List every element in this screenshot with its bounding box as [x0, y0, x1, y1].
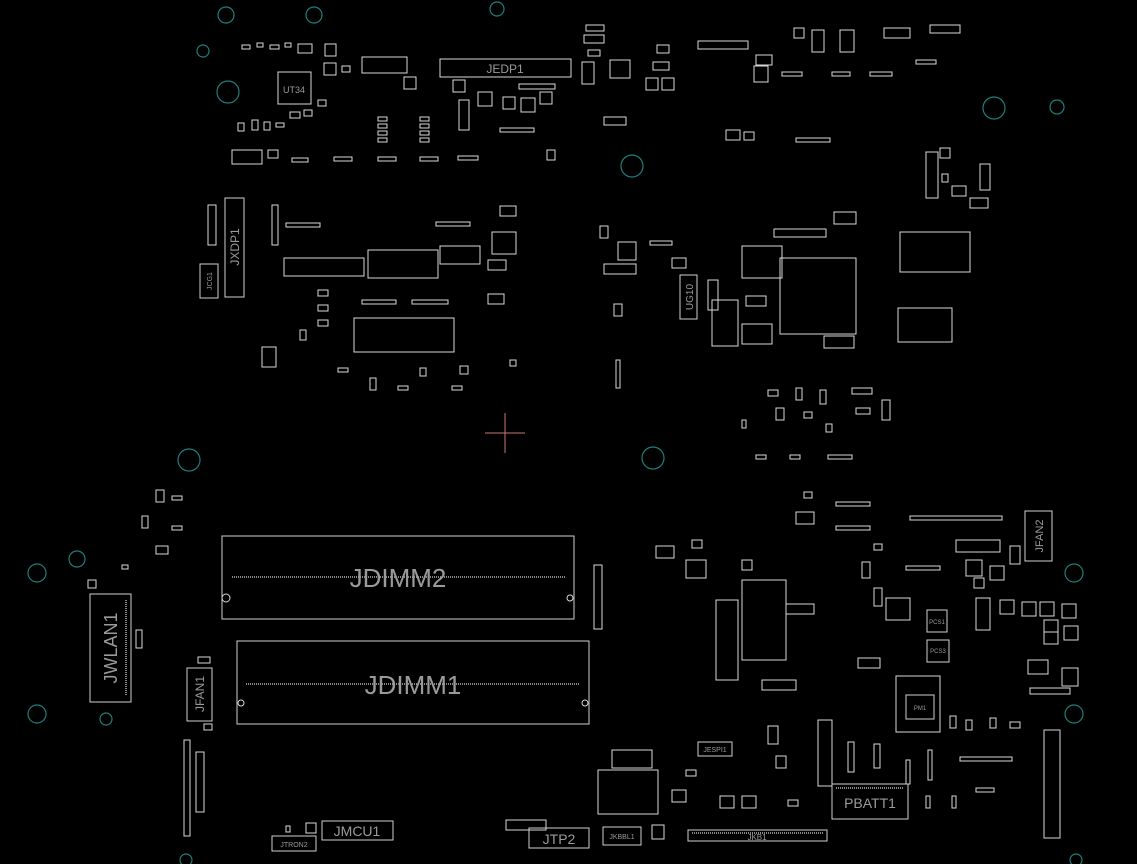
jfan1-connector[interactable]: JFAN1: [186, 667, 213, 722]
jxdp1-label: JXDP1: [228, 228, 242, 266]
jdimm1-label: JDIMM1: [365, 670, 462, 700]
pbatt1-label: PBATT1: [844, 795, 896, 811]
jtron2-connector[interactable]: JTRON2: [271, 835, 317, 852]
jkb1-label: JKB1: [747, 833, 767, 842]
jxdp1-side-pads: [207, 204, 279, 246]
jkb1-connector[interactable]: JKB1: [687, 829, 828, 842]
jtron2-label: JTRON2: [280, 842, 307, 849]
pcs1-part[interactable]: PCS1: [926, 609, 948, 633]
pm1-label: PM1: [914, 706, 927, 712]
jcg1-part[interactable]: JCG1: [199, 263, 219, 299]
crosshair-cursor: [485, 413, 525, 453]
pm1-part[interactable]: PM1: [905, 694, 935, 720]
ug10-label: UG10: [685, 284, 696, 311]
pbatt1-connector[interactable]: PBATT1: [831, 783, 909, 820]
center-scattered: [741, 387, 891, 460]
power-region: [655, 491, 1079, 839]
top-right-components: [697, 24, 991, 209]
left-center-block: [261, 205, 517, 391]
center-right-block: [599, 211, 971, 389]
mounting-holes: [27, 1, 1084, 864]
jdimm1-slot[interactable]: JDIMM1: [236, 640, 590, 725]
jdimm2-slot[interactable]: JDIMM2: [221, 535, 575, 620]
jwlan1-label: JWLAN1: [101, 612, 121, 683]
left-side-parts: [87, 489, 603, 837]
jmcu1-connector[interactable]: JMCU1: [321, 820, 394, 841]
jedp1-label: JEDP1: [486, 62, 524, 76]
jfan1-label: JFAN1: [193, 676, 207, 712]
top-left-components: [231, 24, 675, 165]
jfan2-label: JFAN2: [1034, 519, 1046, 552]
jkbbl1-label: JKBBL1: [609, 834, 634, 841]
lower-mid-parts: [285, 749, 799, 840]
jxdp1-connector[interactable]: JXDP1: [224, 197, 245, 298]
jcg1-label: JCG1: [207, 272, 214, 290]
pcs3-part[interactable]: PCS3: [926, 639, 950, 663]
jespi1-connector[interactable]: JESPI1: [697, 741, 733, 757]
jtp2-connector[interactable]: JTP2: [528, 827, 590, 849]
jkbbl1-connector[interactable]: JKBBL1: [602, 826, 642, 846]
jwlan1-connector[interactable]: JWLAN1: [89, 593, 132, 703]
pcs3-label: PCS3: [930, 649, 946, 655]
jdimm2-label: JDIMM2: [350, 563, 447, 593]
jmcu1-label: JMCU1: [334, 823, 381, 839]
ut34-label: UT34: [283, 85, 305, 95]
jfan2-connector[interactable]: JFAN2: [1024, 510, 1053, 562]
jtp2-label: JTP2: [543, 831, 576, 847]
jespi1-label: JESPI1: [703, 747, 726, 754]
ug10-part[interactable]: UG10: [679, 274, 698, 320]
pcs1-label: PCS1: [929, 620, 945, 626]
